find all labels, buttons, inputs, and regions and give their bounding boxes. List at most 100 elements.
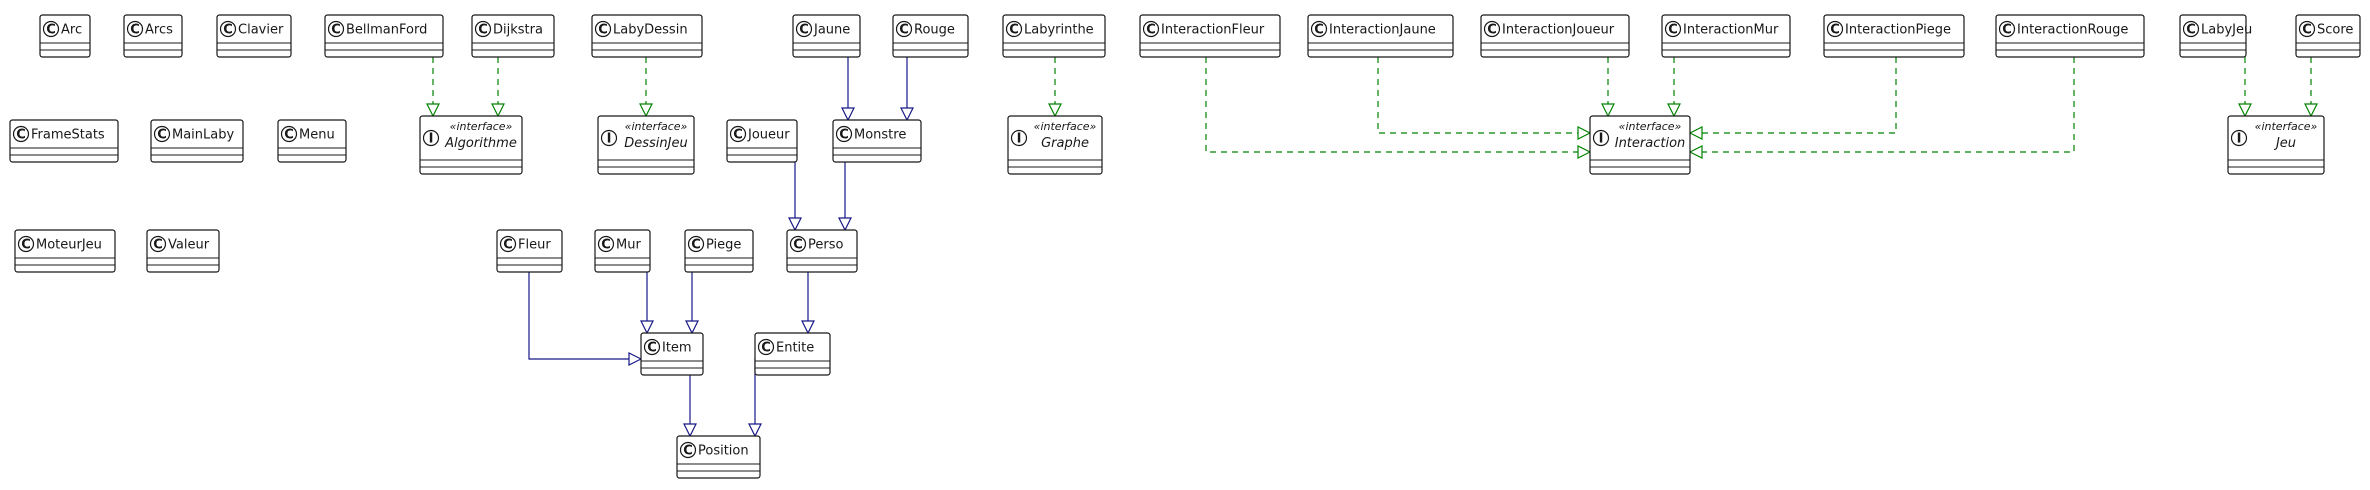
hollow-arrowhead <box>1667 103 1681 118</box>
relation-realization-interactionpiege-to-interaction <box>1688 57 1897 140</box>
stereotype-label: «interface» <box>625 120 688 133</box>
class-box-outline <box>150 119 244 163</box>
svg-text:I: I <box>1599 132 1604 147</box>
class-badge-icon: C <box>1310 20 1328 38</box>
class-box-outline <box>1139 14 1281 58</box>
relations-layer <box>426 57 2318 438</box>
svg-text:I: I <box>2237 132 2242 147</box>
svg-text:C: C <box>598 23 608 38</box>
class-box-jeu[interactable]: I«interface»Jeu <box>2227 115 2325 175</box>
class-badge-icon: C <box>327 20 345 38</box>
relation-realization-labyrinthe-to-graphe <box>1048 57 1062 118</box>
svg-text:C: C <box>1830 23 1840 38</box>
class-name: Fleur <box>518 238 551 253</box>
relation-realization-bellmanford-to-algorithme <box>426 57 440 118</box>
class-name: Jaune <box>813 23 850 38</box>
hollow-arrowhead <box>1577 145 1592 159</box>
class-badge-icon: C <box>1998 20 2016 38</box>
class-box-score[interactable]: C Score <box>2295 14 2361 58</box>
class-name: Rouge <box>914 23 955 38</box>
relation-realization-interactionmur-to-interaction <box>1667 57 1681 118</box>
class-name: Score <box>2317 23 2353 38</box>
relation-realization-labydessin-to-dessinjeu <box>639 57 653 118</box>
relation-realization-interactionjoueur-to-interaction <box>1601 57 1615 118</box>
class-name: Arcs <box>145 23 173 38</box>
class-name: Graphe <box>1041 136 1089 151</box>
interface-badge-icon: I <box>1592 129 1610 147</box>
class-name: InteractionRouge <box>2017 23 2128 38</box>
svg-text:C: C <box>2302 23 2312 38</box>
svg-text:C: C <box>1668 23 1678 38</box>
class-badge-icon: C <box>835 125 853 143</box>
class-badge-icon: C <box>789 235 807 253</box>
svg-text:C: C <box>683 444 693 459</box>
hollow-arrowhead <box>1601 103 1615 118</box>
relation-realization-interactionjaune-to-interaction <box>1377 57 1592 140</box>
class-name: Piege <box>706 238 741 253</box>
class-badge-icon: C <box>729 125 747 143</box>
class-badge-icon: C <box>2298 20 2316 38</box>
class-badge-icon: C <box>153 125 171 143</box>
class-box-graphe[interactable]: I«interface»Graphe <box>1007 115 1103 175</box>
interface-badge-icon: I <box>2230 129 2248 147</box>
class-badge-icon: C <box>1826 20 1844 38</box>
relation-inheritance-perso-to-entite <box>801 272 815 335</box>
svg-text:I: I <box>607 132 612 147</box>
relation-inheritance-piege-to-item <box>685 272 699 335</box>
svg-text:C: C <box>1314 23 1324 38</box>
class-box-algorithme[interactable]: I«interface»Algorithme <box>419 115 523 175</box>
class-box-outline <box>14 229 116 273</box>
class-box-dessinjeu[interactable]: I«interface»DessinJeu <box>597 115 695 175</box>
hollow-arrowhead <box>640 320 654 335</box>
class-badge-icon: C <box>594 20 612 38</box>
class-name: Entite <box>776 341 814 356</box>
relation-inheritance-fleur-to-item <box>528 272 643 366</box>
svg-text:C: C <box>16 128 26 143</box>
class-name: InteractionJoueur <box>1502 23 1615 38</box>
hollow-arrowhead <box>639 103 653 118</box>
hollow-arrowhead <box>841 107 855 122</box>
class-box-outline <box>1995 14 2145 58</box>
class-badge-icon: C <box>643 338 661 356</box>
class-box-interactionmur[interactable]: C InteractionMur <box>1661 14 1791 58</box>
class-box-outline <box>1307 14 1454 58</box>
class-name: Dijkstra <box>493 23 543 38</box>
relation-line <box>1702 57 2075 153</box>
relation-line <box>528 272 629 360</box>
class-box-outline <box>892 14 969 58</box>
class-name: Clavier <box>238 23 284 38</box>
class-name: Labyrinthe <box>1024 23 1094 38</box>
class-box-interaction[interactable]: I«interface»Interaction <box>1589 115 1691 175</box>
class-name: InteractionMur <box>1683 23 1779 38</box>
class-box-outline <box>1823 14 1965 58</box>
